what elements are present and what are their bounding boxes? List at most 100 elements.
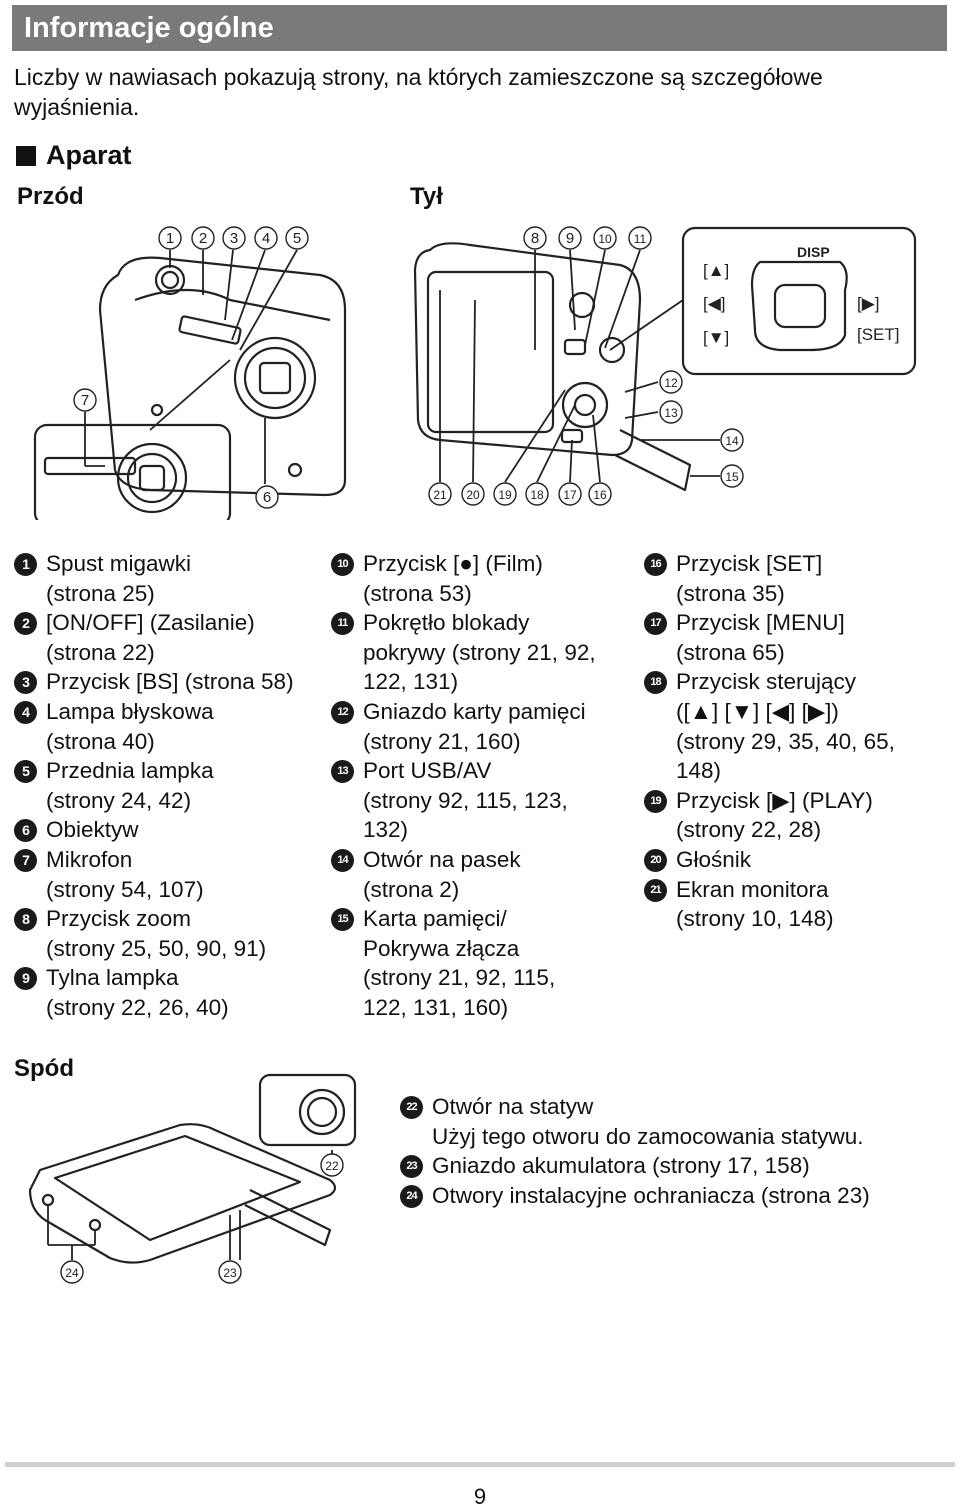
part-item-2: 2[ON/OFF] (Zasilanie)(strona 22)	[14, 608, 294, 667]
part-text-line: (strona 65)	[676, 639, 785, 665]
disp-label: DISP	[797, 244, 830, 260]
part-text-line: Przycisk [▶] (PLAY)	[676, 787, 873, 813]
part-text-line: Ekran monitora	[676, 876, 829, 902]
part-item-16: 16 Przycisk [SET] (strona 35)	[644, 549, 895, 608]
part-text-line: Gniazdo karty pamięci	[363, 698, 586, 724]
part-text-line: (strona 25)	[46, 580, 155, 606]
part-text-line: (strony 21, 160)	[363, 728, 521, 754]
callout-6: 6	[263, 489, 271, 506]
part-text-line: Przycisk zoom	[46, 906, 192, 932]
callout-19: 19	[498, 488, 512, 502]
part-item-24: 24 Otwory instalacyjne ochraniacza (stron…	[400, 1181, 870, 1211]
callout-12: 12	[664, 376, 678, 390]
footer-divider	[5, 1462, 955, 1467]
part-number-badge: 16	[644, 553, 667, 576]
part-text-line: Karta pamięci/	[363, 906, 507, 932]
part-number-badge: 3	[14, 671, 37, 695]
part-number-badge: 24	[400, 1184, 423, 1208]
part-text-line: (strona 2)	[363, 876, 460, 902]
part-text-line: (strony 92, 115, 123,	[363, 787, 568, 813]
camera-diagram: DISP [▲] [◀] [▼] [▶] [SET] 1 2 3 4 5 6 7…	[33, 226, 917, 520]
callout-5: 5	[293, 230, 301, 247]
section-title-text: Aparat	[46, 140, 132, 170]
part-text-line: Pokrywa złącza	[363, 935, 520, 961]
callout-10: 10	[598, 232, 612, 246]
part-text-line: (strony 24, 42)	[46, 787, 192, 813]
part-text-line: Głośnik	[676, 846, 752, 872]
set-label: [SET]	[857, 325, 900, 344]
part-text-line: Pokrętło blokady	[363, 610, 530, 636]
part-item-8: 8 Przycisk zoom (strony 25, 50, 90, 91)	[14, 904, 294, 963]
bottom-view-diagram: 22 23 24	[28, 1073, 357, 1284]
callout-14: 14	[725, 434, 739, 448]
part-number-badge: 12	[331, 700, 354, 724]
part-text-line: [ON/OFF] (Zasilanie)	[46, 610, 255, 636]
part-number-badge: 10	[331, 553, 354, 576]
part-number-badge: 18	[644, 671, 667, 695]
part-text-line: Obiektyw	[46, 817, 139, 843]
part-item-6: 6 Obiektyw	[14, 815, 294, 845]
part-number-badge: 6	[14, 819, 37, 843]
part-number-badge: 8	[14, 908, 37, 932]
callout-20: 20	[466, 488, 480, 502]
back-label: Tył	[410, 183, 443, 210]
part-text-line: (strona 35)	[676, 580, 785, 606]
part-text-line: (strony 22, 28)	[676, 817, 822, 843]
part-text-line: Tylna lampka	[46, 965, 179, 991]
callout-13: 13	[664, 406, 678, 420]
part-number-badge: 22	[400, 1096, 423, 1119]
part-item-14: 14 Otwór na pasek (strona 2)	[331, 845, 596, 904]
part-text-line: Otwory instalacyjne ochraniacza (strona …	[432, 1182, 870, 1208]
part-text-line: Port USB/AV	[363, 758, 492, 784]
part-text-line: Przycisk [BS] (strona 58)	[46, 669, 294, 695]
callout-7: 7	[81, 392, 89, 409]
page-number: 9	[473, 1484, 487, 1509]
callout-21: 21	[433, 488, 447, 502]
part-text-line: 122, 131)	[363, 669, 459, 695]
bottom-callout-22: 22	[325, 1159, 339, 1173]
part-text-line: (strony 54, 107)	[46, 876, 204, 902]
callout-4: 4	[262, 230, 270, 247]
part-number-badge: 14	[331, 848, 354, 872]
callout-8: 8	[531, 230, 539, 247]
part-number-badge: 19	[644, 789, 667, 813]
page-header: Informacje ogólne	[12, 5, 947, 51]
square-bullet-icon	[16, 145, 36, 166]
part-number-badge: 7	[14, 848, 37, 872]
part-text-line: Spust migawki	[46, 551, 192, 576]
part-item-12: 12 Gniazdo karty pamięci (strony 21, 160)	[331, 697, 596, 756]
part-text-line: (strony 29, 35, 40, 65,	[676, 728, 895, 754]
part-text-line: Gniazdo akumulatora (strony 17, 158)	[432, 1153, 810, 1179]
part-text-line: (strony 25, 50, 90, 91)	[46, 935, 267, 961]
part-text-line: Przycisk [SET]	[676, 551, 823, 576]
part-text-line: ([▲] [▼] [◀] [▶])	[676, 698, 839, 724]
callout-16: 16	[593, 488, 607, 502]
parts-column-1: 1 Spust migawki (strona 25)2[ON/OFF] (Zasi…	[14, 549, 294, 1023]
callout-3: 3	[230, 230, 238, 247]
part-text-line: (strony 21, 92, 115,	[363, 965, 556, 991]
callout-18: 18	[530, 488, 544, 502]
part-number-badge: 4	[14, 700, 37, 724]
part-number-badge: 21	[644, 878, 667, 902]
intro-text: Liczby w nawiasach pokazują strony, na k…	[14, 64, 823, 120]
part-item-19: 19 Przycisk [▶] (PLAY) (strony 22, 28)	[644, 786, 895, 845]
section-title: Aparat	[16, 140, 132, 171]
part-item-1: 1 Spust migawki (strona 25)	[14, 549, 294, 608]
part-text-line: Otwór na pasek	[363, 846, 521, 872]
part-number-badge: 11	[331, 612, 354, 636]
callout-9: 9	[566, 230, 574, 247]
part-text-line: 122, 131, 160)	[363, 994, 509, 1020]
part-text-line: (strona 53)	[363, 580, 472, 606]
part-number-badge: 1	[14, 553, 37, 576]
part-number-badge: 23	[400, 1155, 423, 1179]
part-text-line: (strona 40)	[46, 728, 155, 754]
